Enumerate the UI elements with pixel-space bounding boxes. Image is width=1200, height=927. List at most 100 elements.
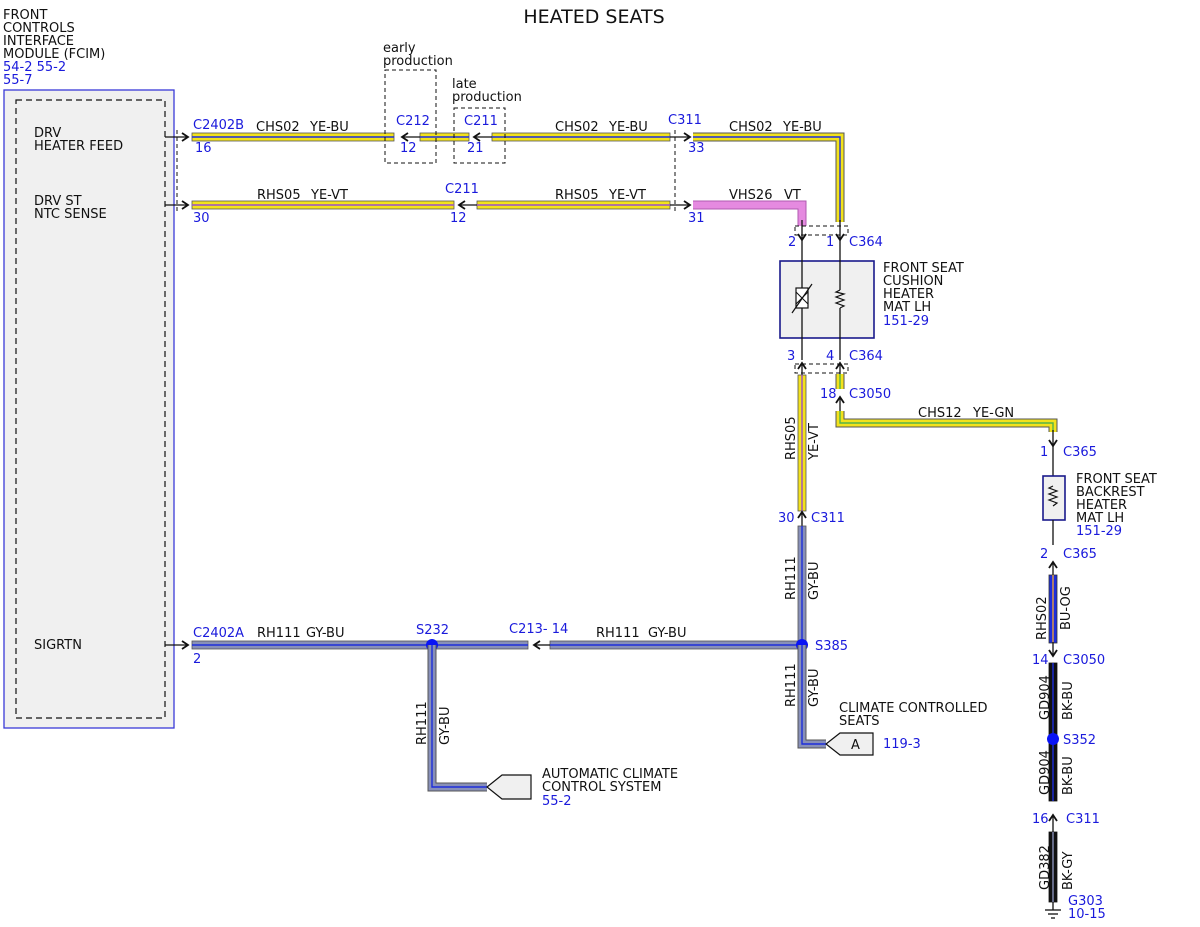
connector-c3050-bottom: C3050 — [1063, 653, 1105, 668]
fcim-name-line-4: MODULE (FCIM) — [3, 47, 105, 62]
wire-chs02-c-color: YE-BU — [782, 120, 822, 135]
connector-c2402b-pin-16: 16 — [195, 141, 212, 156]
wire-chs02-a-circuit: CHS02 — [256, 120, 300, 135]
note-late-line-2: production — [452, 90, 522, 105]
climate-seats-label-line-1: CLIMATE CONTROLLED — [839, 701, 988, 716]
fcim-name-line-1: FRONT — [3, 8, 47, 23]
ground-g303-ref: 10-15 — [1068, 907, 1106, 922]
wire-rh111-b-circuit: RH111 — [596, 626, 640, 641]
c364-top-dashed — [794, 225, 849, 236]
wire-rh111-a-color: GY-BU — [306, 626, 345, 641]
wire-rhs05-vertical-color: YE-VT — [807, 423, 822, 461]
wire-chs02-b-color: YE-BU — [608, 120, 648, 135]
page-title: HEATED SEATS — [523, 6, 664, 28]
splice-s352 — [1047, 733, 1059, 745]
connector-c311-bottom-pin: 16 — [1032, 812, 1049, 827]
wire-rhs05-b-circuit: RHS05 — [555, 188, 599, 203]
connector-c311-top: C311 — [668, 113, 702, 128]
fcim-name-line-2: CONTROLS — [3, 21, 75, 36]
connector-c311-mid: C311 — [811, 511, 845, 526]
connector-c211-top-pin: 21 — [467, 141, 484, 156]
fcim-pin-sigrtn: SIGRTN — [34, 638, 82, 653]
wire-gd904-b-circuit: GD904 — [1038, 750, 1053, 795]
connector-c2402a-pin: 2 — [193, 652, 201, 667]
note-late-line-1: late — [452, 77, 477, 92]
late-production-box — [453, 107, 506, 164]
wire-chs12-stripe — [839, 411, 1054, 432]
connector-c211-top: C211 — [464, 114, 498, 129]
wire-rhs05-vertical-circuit: RHS05 — [784, 416, 799, 460]
connector-c311-mid-pin: 30 — [778, 511, 795, 526]
wire-gd904-a-color: BK-BU — [1061, 681, 1076, 720]
wire-rh111-branch-s385: RH111 GY-BU A CLIMATE CONTROLLED SEATS 1… — [784, 645, 988, 756]
wire-rhs05-vertical: RHS05 YE-VT — [784, 374, 822, 512]
wire-rh111-v2-circuit: RH111 — [784, 663, 799, 707]
splice-s385-label: S385 — [815, 639, 848, 654]
connector-c211-mid-pin: 12 — [450, 211, 467, 226]
wire-chs02-a-color: YE-BU — [309, 120, 349, 135]
ground-g303-label: G303 — [1068, 894, 1103, 909]
thermistor-icon-cross — [795, 291, 809, 305]
connector-c2402b: C2402B — [193, 118, 244, 133]
fcim-pin-ntc-line-2: NTC SENSE — [34, 207, 107, 222]
note-early-line-2: production — [383, 54, 453, 69]
wire-rhs02: RHS02 BU-OG 14 C3050 — [1032, 574, 1105, 668]
wire-vhs26-color: VT — [784, 188, 801, 203]
connector-c364-bottom: C364 — [849, 349, 883, 364]
cushion-heater-ref: 151-29 — [883, 314, 929, 329]
backrest-heater-ref: 151-29 — [1076, 524, 1122, 539]
backrest-heater-label-line-1: FRONT SEAT — [1076, 472, 1157, 487]
climate-seats-tag-letter: A — [851, 738, 860, 753]
backrest-heater-component: FRONT SEAT BACKREST HEATER MAT LH 151-29… — [1040, 446, 1157, 578]
connector-c365-top-pin: 1 — [1040, 445, 1048, 460]
wire-ground-run: GD904 BK-BU GD904 BK-BU S352 16 C311 GD3… — [1032, 662, 1106, 922]
wire-chs12: 18 C3050 CHS12 YE-GN 1 C365 — [820, 374, 1097, 460]
cushion-heater-component: 2 1 C364 FRONT SEAT CUSHION HEATER MAT L… — [779, 220, 964, 378]
wire-rh111-vertical-upper: 30 C311 RH111 GY-BU — [778, 510, 845, 646]
fcim-pin-heater-feed-line-1: DRV — [34, 126, 61, 141]
connector-c364-pin-4: 4 — [826, 349, 834, 364]
auto-climate-ref: 55-2 — [542, 794, 572, 809]
connector-c364-pin-2: 2 — [788, 235, 796, 250]
wire-gd904-a-circuit: GD904 — [1038, 675, 1053, 720]
fcim-pin-ntc-line-1: DRV ST — [34, 194, 82, 209]
connector-c365-top: C365 — [1063, 445, 1097, 460]
wire-rh111-b-color: GY-BU — [648, 626, 687, 641]
wire-rh111-a-circuit: RH111 — [257, 626, 301, 641]
backrest-heater-label-line-2: BACKREST — [1076, 485, 1145, 500]
wire-rh111-v1-color: GY-BU — [807, 562, 822, 601]
backrest-heater-element-icon — [1047, 485, 1059, 507]
splice-s352-label: S352 — [1063, 733, 1096, 748]
auto-climate-label-line-1: AUTOMATIC CLIMATE — [542, 767, 678, 782]
ground-icon — [1045, 902, 1061, 919]
cushion-heater-label-line-2: CUSHION — [883, 274, 943, 289]
wire-rh111-branch-s232: RH111 GY-BU AUTOMATIC CLIMATE CONTROL SY… — [415, 645, 678, 809]
climate-seats-ref: 119-3 — [883, 737, 921, 752]
connector-c211-mid: C211 — [445, 182, 479, 197]
fcim-ref-line-1: 54-2 55-2 — [3, 60, 66, 75]
note-early-line-1: early — [383, 41, 416, 56]
wire-gd382-color: BK-GY — [1061, 851, 1076, 890]
wire-chs12-circuit: CHS12 — [918, 406, 962, 421]
cushion-heater-label-line-4: MAT LH — [883, 300, 931, 315]
connector-c212: C212 — [396, 114, 430, 129]
connector-c364-top: C364 — [849, 235, 883, 250]
wire-chs02-c-circuit: CHS02 — [729, 120, 773, 135]
fcim-pin-heater-feed-line-2: HEATER FEED — [34, 139, 123, 154]
connector-c3050-top: C3050 — [849, 387, 891, 402]
connector-c212-pin: 12 — [400, 141, 417, 156]
early-production-box — [384, 69, 437, 164]
connector-c213: C213- 14 — [509, 622, 568, 637]
backrest-heater-label-line-4: MAT LH — [1076, 511, 1124, 526]
splice-s232-label: S232 — [416, 623, 449, 638]
connector-c2402b-pin-30: 30 — [193, 211, 210, 226]
cushion-heater-box — [779, 260, 875, 339]
fcim-name-line-3: INTERFACE — [3, 34, 74, 49]
wire-chs12-color: YE-GN — [972, 406, 1014, 421]
climate-seats-tag — [825, 732, 874, 756]
connector-c364-pin-1: 1 — [826, 235, 834, 250]
cushion-heater-label-line-3: HEATER — [883, 287, 934, 302]
wire-rhs02-circuit: RHS02 — [1035, 596, 1050, 640]
connector-c2402a: C2402A — [193, 626, 244, 641]
wire-chs02: CHS02 YE-BU CHS02 YE-BU CHS02 YE-BU — [191, 120, 845, 222]
